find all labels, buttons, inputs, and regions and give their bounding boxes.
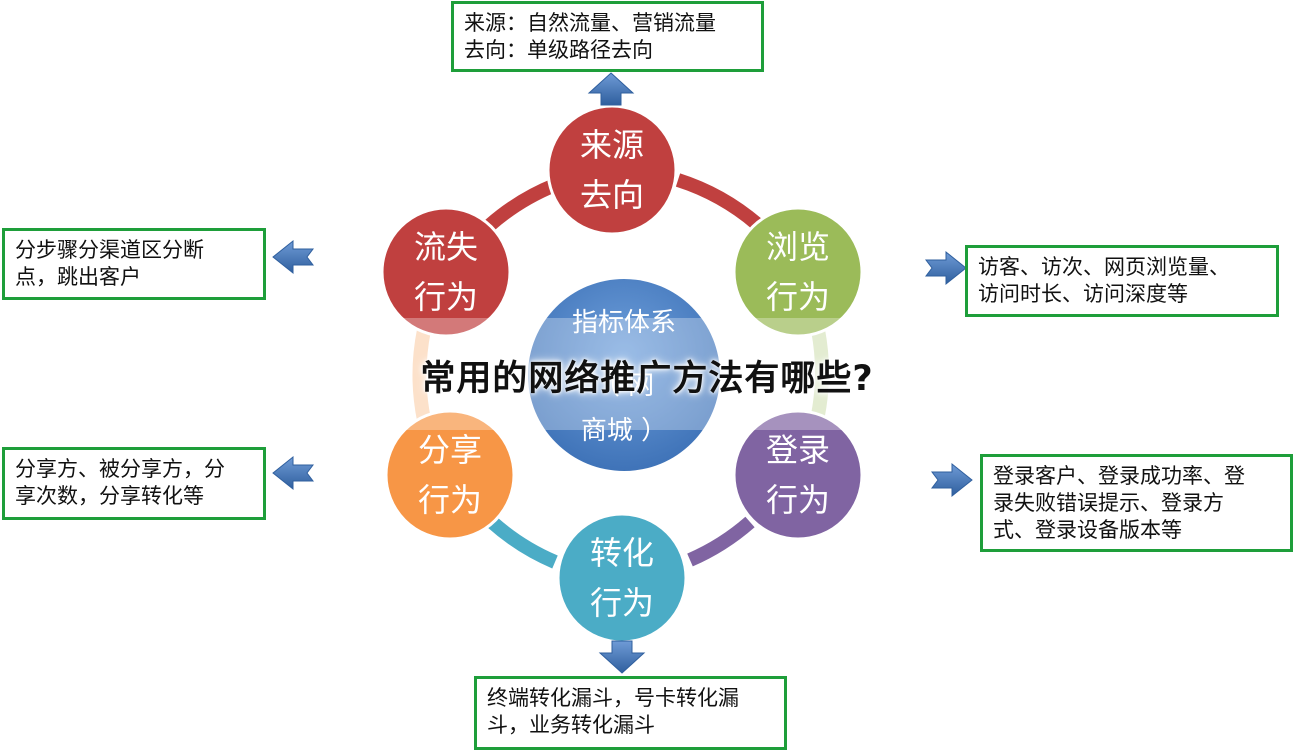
node-browse-line1: 浏览 (765, 228, 830, 266)
box-login-line3: 式、登录设备版本等 (993, 518, 1182, 542)
arc-browse-login (811, 328, 829, 417)
banner-overlay (0, 318, 1294, 430)
node-share-circle (384, 409, 516, 541)
box-convert: 终端转化漏斗，号卡转化漏 斗，业务转化漏斗 (474, 676, 787, 750)
box-source: 来源：自然流量、营销流量 去向：单级路径去向 (451, 1, 764, 72)
box-churn-line1: 分步骤分渠道区分断 (15, 238, 204, 262)
node-share-line2: 行为 (417, 481, 482, 519)
arc-churn-source (485, 178, 558, 231)
node-browse-label: 浏览 行为 (733, 222, 863, 322)
node-convert-line1: 转化 (589, 534, 654, 572)
box-browse-line1: 访客、访次、网页浏览量、 (978, 255, 1230, 279)
node-churn-line1: 流失 (413, 228, 478, 266)
node-login-line1: 登录 (765, 431, 830, 469)
box-source-line2: 去向：单级路径去向 (464, 38, 653, 62)
center-line3: 商城 ） (580, 416, 668, 446)
node-browse-circle (732, 206, 864, 338)
node-churn-label: 流失 行为 (381, 222, 511, 322)
node-convert-line2: 行为 (589, 584, 654, 622)
box-convert-line1: 终端转化漏斗，号卡转化漏 (487, 686, 739, 710)
node-source-line1: 来源 (579, 126, 644, 164)
arrow-left-icon (272, 455, 314, 491)
arc-convert-share (487, 516, 558, 569)
arrow-right-icon (931, 462, 973, 498)
arrow-up-icon (587, 72, 635, 106)
node-browse-line2: 行为 (765, 278, 830, 316)
box-browse-line2: 访问时长、访问深度等 (978, 282, 1188, 306)
center-line2: （ 网 (593, 371, 655, 401)
node-source-line2: 去向 (579, 176, 644, 214)
arrow-left-icon (272, 239, 314, 275)
box-login: 登录客户、登录成功率、登 录失败错误提示、登录方 式、登录设备版本等 (980, 454, 1293, 552)
page-title: 常用的网络推广方法有哪些? (420, 359, 874, 399)
box-churn-line2: 点，跳出客户 (15, 265, 141, 289)
box-source-line1: 来源：自然流量、营销流量 (464, 11, 716, 35)
node-source-circle (546, 104, 678, 236)
box-share: 分享方、被分享方，分 享次数，分享转化等 (2, 447, 266, 520)
box-share-line1: 分享方、被分享方，分 (15, 457, 225, 481)
box-churn: 分步骤分渠道区分断 点，跳出客户 (2, 228, 266, 300)
node-login-label: 登录 行为 (733, 425, 863, 525)
arc-source-browse (675, 173, 762, 230)
arrow-right-icon (925, 250, 967, 286)
node-convert-label: 转化 行为 (557, 528, 687, 628)
node-churn-circle (380, 206, 512, 338)
box-login-line2: 录失败错误提示、登录方 (993, 491, 1224, 515)
center-circle (528, 279, 720, 471)
node-login-circle (732, 409, 864, 541)
node-share-line1: 分享 (417, 431, 482, 469)
node-source-label: 来源 去向 (547, 120, 677, 220)
node-share-label: 分享 行为 (385, 425, 515, 525)
node-churn-line2: 行为 (413, 278, 478, 316)
arc-login-convert (687, 516, 755, 567)
center-line1: 指标体系 (571, 308, 676, 338)
box-browse: 访客、访次、网页浏览量、 访问时长、访问深度等 (965, 245, 1279, 317)
box-convert-line2: 斗，业务转化漏斗 (487, 713, 655, 737)
arc-share-churn (412, 328, 431, 422)
box-share-line2: 享次数，分享转化等 (15, 484, 204, 508)
box-login-line1: 登录客户、登录成功率、登 (993, 464, 1245, 488)
node-login-line2: 行为 (765, 481, 830, 519)
arrow-down-icon (598, 640, 646, 674)
